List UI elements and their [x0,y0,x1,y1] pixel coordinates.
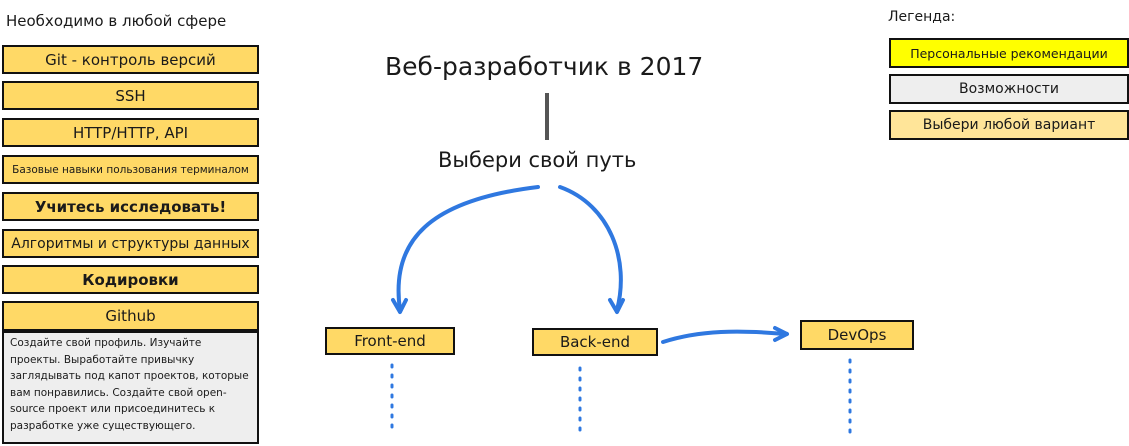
item-ssh[interactable]: SSH [2,81,259,110]
path-devops[interactable]: DevOps [800,320,914,350]
arrow-devops [661,329,787,344]
item-research[interactable]: Учитесь исследовать! [2,192,259,221]
item-encodings[interactable]: Кодировки [2,265,259,294]
github-note: Создайте свой профиль. Изучайте проекты.… [2,331,259,444]
arrowhead-frontend [391,298,408,314]
legend-choose-any: Выбери любой вариант [889,110,1129,140]
left-heading: Необходимо в любой сфере [6,12,227,30]
item-github[interactable]: Github [2,301,259,331]
path-frontend[interactable]: Front-end [325,327,455,355]
item-http[interactable]: HTTP/HTTP, API [2,118,259,147]
arrowhead-backend [608,298,625,314]
legend-personal: Персональные рекомендации [889,38,1129,68]
legend-title: Легенда: [888,9,956,25]
legend-opportunities: Возможности [889,74,1129,104]
item-terminal[interactable]: Базовые навыки пользования терминалом [2,155,259,184]
item-git[interactable]: Git - контроль версий [2,45,259,74]
arrowhead-devops [773,326,789,342]
arrow-backend [558,185,623,312]
item-algorithms[interactable]: Алгоритмы и структуры данных [2,229,259,258]
main-title: Веб-разработчик в 2017 [385,52,704,81]
main-subtitle: Выбери свой путь [438,148,637,172]
arrow-frontend [396,185,540,312]
path-backend[interactable]: Back-end [532,328,658,356]
